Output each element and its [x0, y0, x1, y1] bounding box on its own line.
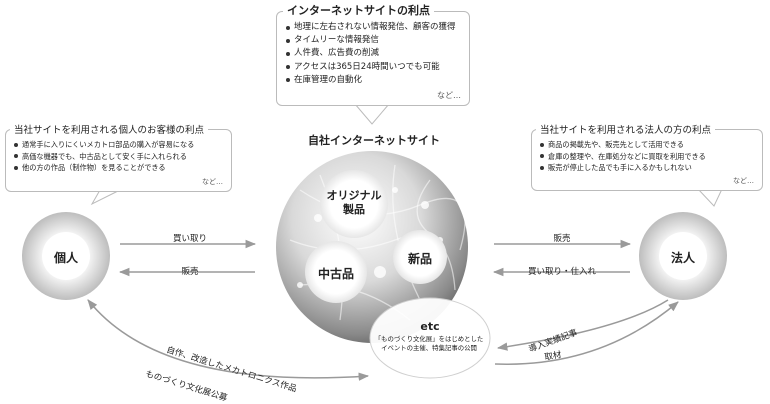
- original-label-line: 製品: [343, 203, 365, 216]
- corporate-label: 法人: [670, 251, 695, 265]
- corporate-benefit-item: 倉庫の整理や、在庫処分などに買取を利用できる: [539, 151, 706, 163]
- original-product-label: オリジナル 製品: [320, 189, 388, 217]
- individual-benefits-title: 当社サイトを利用される個人のお客様の利点: [10, 122, 209, 136]
- etc-ellipse: [369, 297, 491, 379]
- arrow-corp-interview: [494, 301, 679, 365]
- etc-description: 「ものづくり文化展」をはじめとした イベントの主催、特集記事の公開: [364, 335, 494, 353]
- internet-benefits-title: インターネットサイトの利点: [283, 2, 434, 18]
- individual-benefit-item: 通常手に入りにくいメカトロ部品の購入が容易になる: [13, 139, 194, 151]
- arrow-corp-records: [496, 299, 669, 351]
- individual-benefits-list: 通常手に入りにくいメカトロ部品の購入が容易になる 高価な機器でも、中古品として安…: [13, 139, 194, 174]
- corporate-benefits-list: 商品の掲載先や、販売先として活用できる 倉庫の整理や、在庫処分などに買取を利用で…: [539, 139, 706, 174]
- site-title: 自社インターネットサイト: [308, 134, 440, 147]
- individual-benefits-etc: など…: [202, 178, 223, 186]
- internet-benefits-bubble: 地理に左右されない情報発信、顧客の獲得 タイムリーな情報発信 人件費、広告費の削…: [276, 11, 470, 106]
- flow-label-corp-interview: 取材: [544, 349, 563, 363]
- original-product-circle: [320, 170, 388, 238]
- corporate-benefit-item: 販売が停止した品でも手に入るかもしれない: [539, 162, 706, 174]
- individual-benefit-item: 他の方の作品（制作物）を見ることができる: [13, 162, 194, 174]
- corporate-benefits-etc: など…: [733, 177, 754, 185]
- used-product-label: 中古品: [317, 267, 354, 281]
- corporate-benefit-item: 商品の掲載先や、販売先として活用できる: [539, 139, 706, 151]
- individual-benefits-bubble: 通常手に入りにくいメカトロ部品の購入が容易になる 高価な機器でも、中古品として安…: [5, 129, 232, 192]
- internet-benefit-item: 地理に左右されない情報発信、顧客の獲得: [285, 21, 456, 34]
- internet-benefit-item: 在庫管理の自動化: [285, 74, 456, 87]
- flow-label-ind-to-site: 買い取り: [172, 234, 207, 244]
- flow-label-site-to-ind: 販売: [181, 267, 199, 277]
- new-product-label: 新品: [407, 252, 432, 266]
- internet-benefits-list: 地理に左右されない情報発信、顧客の獲得 タイムリーな情報発信 人件費、広告費の削…: [285, 21, 456, 87]
- internet-benefit-item: アクセスは365日24時間いつでも可能: [285, 61, 456, 74]
- flow-label-ind-exhibit: ものづくり文化展公募: [144, 368, 229, 404]
- corporate-benefits-bubble: 商品の掲載先や、販売先として活用できる 倉庫の整理や、在庫処分などに買取を利用で…: [531, 129, 763, 191]
- etc-label: etc: [420, 320, 440, 333]
- original-label-line: オリジナル: [326, 189, 382, 202]
- internet-benefit-item: 人件費、広告費の削減: [285, 47, 456, 60]
- individual-benefit-item: 高価な機器でも、中古品として安く手に入れられる: [13, 151, 194, 163]
- corporate-benefits-title: 当社サイトを利用される法人の方の利点: [536, 122, 716, 136]
- internet-benefit-item: タイムリーな情報発信: [285, 34, 456, 47]
- arrow-ind-works: [87, 299, 370, 381]
- etc-description-line: イベントの主催、特集記事の公開: [381, 344, 477, 352]
- flow-label-site-to-corp: 販売: [553, 234, 571, 244]
- used-product-circle: [305, 241, 367, 303]
- individual-label: 個人: [53, 251, 78, 265]
- new-product-circle: [393, 230, 447, 284]
- internet-benefits-etc: など…: [437, 91, 461, 100]
- flow-label-corp-to-site: 買い取り・仕入れ: [527, 267, 596, 277]
- etc-description-line: 「ものづくり文化展」をはじめとした: [374, 335, 484, 343]
